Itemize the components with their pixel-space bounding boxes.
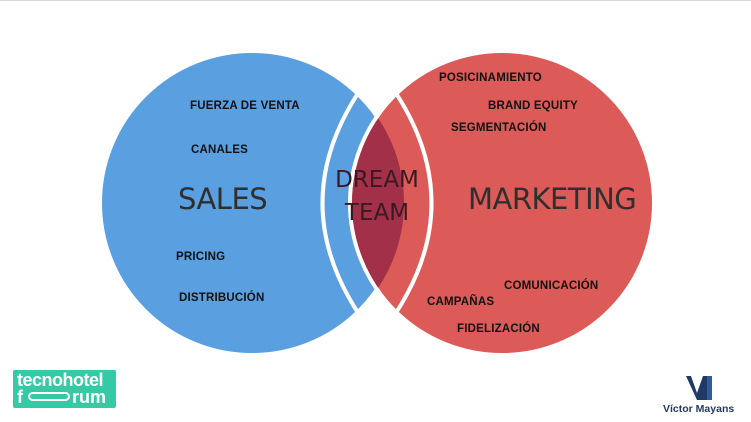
marketing-title: MARKETING <box>468 182 637 216</box>
sales-item-pricing: PRICING <box>176 251 226 263</box>
tecnohotel-logo-f: f <box>17 387 23 407</box>
sales-item-canales: CANALES <box>191 144 248 156</box>
vm-monogram-icon <box>686 376 712 400</box>
tecnohotel-logo-bar-icon <box>28 392 70 401</box>
tecnohotel-forum-logo: tecnohotel f rum <box>13 370 116 408</box>
marketing-item-comunicacion: COMUNICACIÓN <box>504 280 599 292</box>
marketing-item-posicinamiento: POSICINAMIENTO <box>439 72 542 84</box>
overlap-line-2: TEAM <box>344 200 410 226</box>
marketing-item-segmentacion: SEGMENTACIÓN <box>451 122 547 134</box>
victor-mayans-logo: Víctor Mayans <box>660 373 740 418</box>
sales-item-distribucion: DISTRIBUCIÓN <box>179 292 265 304</box>
tecnohotel-logo-line-1: tecnohotel <box>17 370 104 390</box>
marketing-item-brand-equity: BRAND EQUITY <box>488 100 578 112</box>
overlap-outline <box>320 63 434 343</box>
marketing-circle <box>348 49 656 357</box>
victor-mayans-name: Víctor Mayans <box>663 403 735 415</box>
tecnohotel-logo-rest: rum <box>72 387 107 407</box>
sales-item-fuerza-de-venta: FUERZA DE VENTA <box>190 100 300 112</box>
marketing-item-campanas: CAMPAÑAS <box>427 296 495 308</box>
sales-title: SALES <box>178 182 268 216</box>
marketing-item-fidelizacion: FIDELIZACIÓN <box>457 323 540 335</box>
overlap-label: DREAM TEAM <box>322 164 432 230</box>
overlap-line-1: DREAM <box>335 167 419 193</box>
